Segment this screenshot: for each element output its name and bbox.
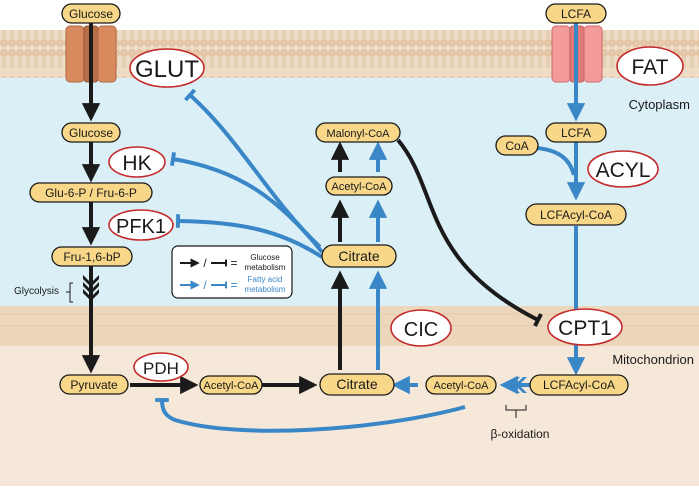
node-pyruvate: Pyruvate — [59, 374, 129, 395]
beta-oxidation-label: β-oxidation — [491, 427, 550, 441]
svg-text:CPT1: CPT1 — [558, 317, 612, 340]
svg-text:Glucose: Glucose — [250, 253, 280, 262]
glycolysis-bracket — [66, 282, 73, 303]
enzyme-pfk1: PFK1 — [108, 209, 174, 241]
svg-text:metabolism: metabolism — [245, 263, 286, 272]
enzyme-pdh: PDH — [133, 352, 189, 382]
svg-text:=: = — [230, 256, 237, 270]
coa-join-line — [535, 146, 576, 176]
node-glucose-out: Glucose — [61, 3, 121, 24]
node-citrate-cyto: Citrate — [321, 244, 397, 268]
svg-text:Glucose: Glucose — [69, 7, 113, 21]
svg-text:Acetyl-CoA: Acetyl-CoA — [331, 181, 387, 193]
legend-fatty-row: / = Fatty acid metabolism — [180, 275, 286, 294]
svg-text:Citrate: Citrate — [336, 376, 377, 392]
glycolysis-steps-icon — [83, 275, 99, 301]
node-lcfacylcoa-cyto: LCFAcyl-CoA — [525, 203, 627, 226]
svg-text:Glu-6-P / Fru-6-P: Glu-6-P / Fru-6-P — [45, 186, 137, 200]
svg-text:HK: HK — [122, 152, 151, 175]
inhibit-acetylcoa-pdh — [155, 398, 466, 433]
svg-text:Pyruvate: Pyruvate — [70, 378, 118, 392]
node-lcfa-in: LCFA — [545, 122, 607, 143]
enzyme-cpt1: CPT1 — [547, 308, 623, 346]
svg-text:Fru-1,6-bP: Fru-1,6-bP — [63, 250, 120, 264]
mitochondrial-matrix — [0, 346, 699, 486]
svg-text:=: = — [230, 278, 237, 292]
metabolite-nodes: Glucose Glucose Glu-6-P / Fru-6-P Fru-1,… — [29, 3, 629, 396]
svg-text:Citrate: Citrate — [338, 248, 379, 264]
glucose-pathway-arrows — [81, 22, 543, 395]
fatty-acid-pathway-arrows — [155, 22, 586, 433]
svg-text:Acetyl-CoA: Acetyl-CoA — [203, 380, 259, 392]
enzyme-acyl: ACYL — [587, 150, 659, 188]
node-coa: CoA — [495, 135, 539, 156]
node-fru16bp: Fru-1,6-bP — [51, 246, 133, 267]
inhibit-citrate-pfk1 — [175, 214, 324, 259]
node-malonylcoa: Malonyl-CoA — [315, 122, 401, 143]
node-glucose-in: Glucose — [61, 122, 121, 143]
enzyme-hk: HK — [108, 146, 166, 178]
node-acetylcoa-beta: Acetyl-CoA — [425, 375, 497, 395]
enzyme-labels: GLUT HK PFK1 PDH CIC FAT ACYL CPT1 — [108, 46, 684, 382]
node-glu6p-fru6p: Glu-6-P / Fru-6-P — [29, 182, 153, 203]
svg-text:LCFAcyl-CoA: LCFAcyl-CoA — [543, 378, 615, 392]
node-acetylcoa-mito: Acetyl-CoA — [199, 375, 263, 395]
cytoplasm-label: Cytoplasm — [629, 97, 690, 112]
node-lcfa-out: LCFA — [545, 3, 607, 24]
svg-text:PDH: PDH — [143, 359, 179, 378]
beta-oxidation-bracket — [505, 405, 527, 418]
svg-text:metabolism: metabolism — [245, 285, 286, 294]
enzyme-fat: FAT — [616, 46, 684, 86]
mitochondrion-label: Mitochondrion — [612, 352, 694, 367]
node-citrate-mito: Citrate — [319, 373, 395, 396]
enzyme-glut: GLUT — [129, 48, 205, 88]
svg-text:CIC: CIC — [404, 319, 438, 341]
svg-text:FAT: FAT — [632, 56, 669, 79]
svg-text:Malonyl-CoA: Malonyl-CoA — [327, 128, 391, 140]
legend-glucose-row: / = Glucose metabolism — [180, 253, 286, 272]
svg-text:Fatty acid: Fatty acid — [248, 275, 283, 284]
svg-text:LCFAcyl-CoA: LCFAcyl-CoA — [540, 208, 612, 222]
svg-text:Glucose: Glucose — [69, 126, 113, 140]
svg-text:ACYL: ACYL — [596, 159, 651, 182]
svg-text:GLUT: GLUT — [135, 56, 199, 83]
svg-text:LCFA: LCFA — [561, 126, 591, 140]
inhibit-malonylcoa-cpt1 — [396, 138, 543, 327]
enzyme-cic: CIC — [390, 309, 452, 347]
node-acetylcoa-cyto: Acetyl-CoA — [325, 176, 393, 196]
beta-oxidation-steps-icon — [508, 377, 527, 393]
svg-text:CoA: CoA — [505, 139, 528, 153]
inhibit-citrate-hk — [169, 151, 324, 254]
svg-text:LCFA: LCFA — [561, 7, 591, 21]
glycolysis-label: Glycolysis — [14, 286, 59, 297]
svg-text:PFK1: PFK1 — [116, 216, 166, 238]
node-lcfacylcoa-mito: LCFAcyl-CoA — [529, 374, 629, 396]
legend: / = Glucose metabolism / = Fatty acid me… — [171, 245, 293, 299]
svg-text:/: / — [203, 256, 207, 270]
svg-text:/: / — [203, 278, 207, 292]
svg-text:Acetyl-CoA: Acetyl-CoA — [433, 380, 489, 392]
